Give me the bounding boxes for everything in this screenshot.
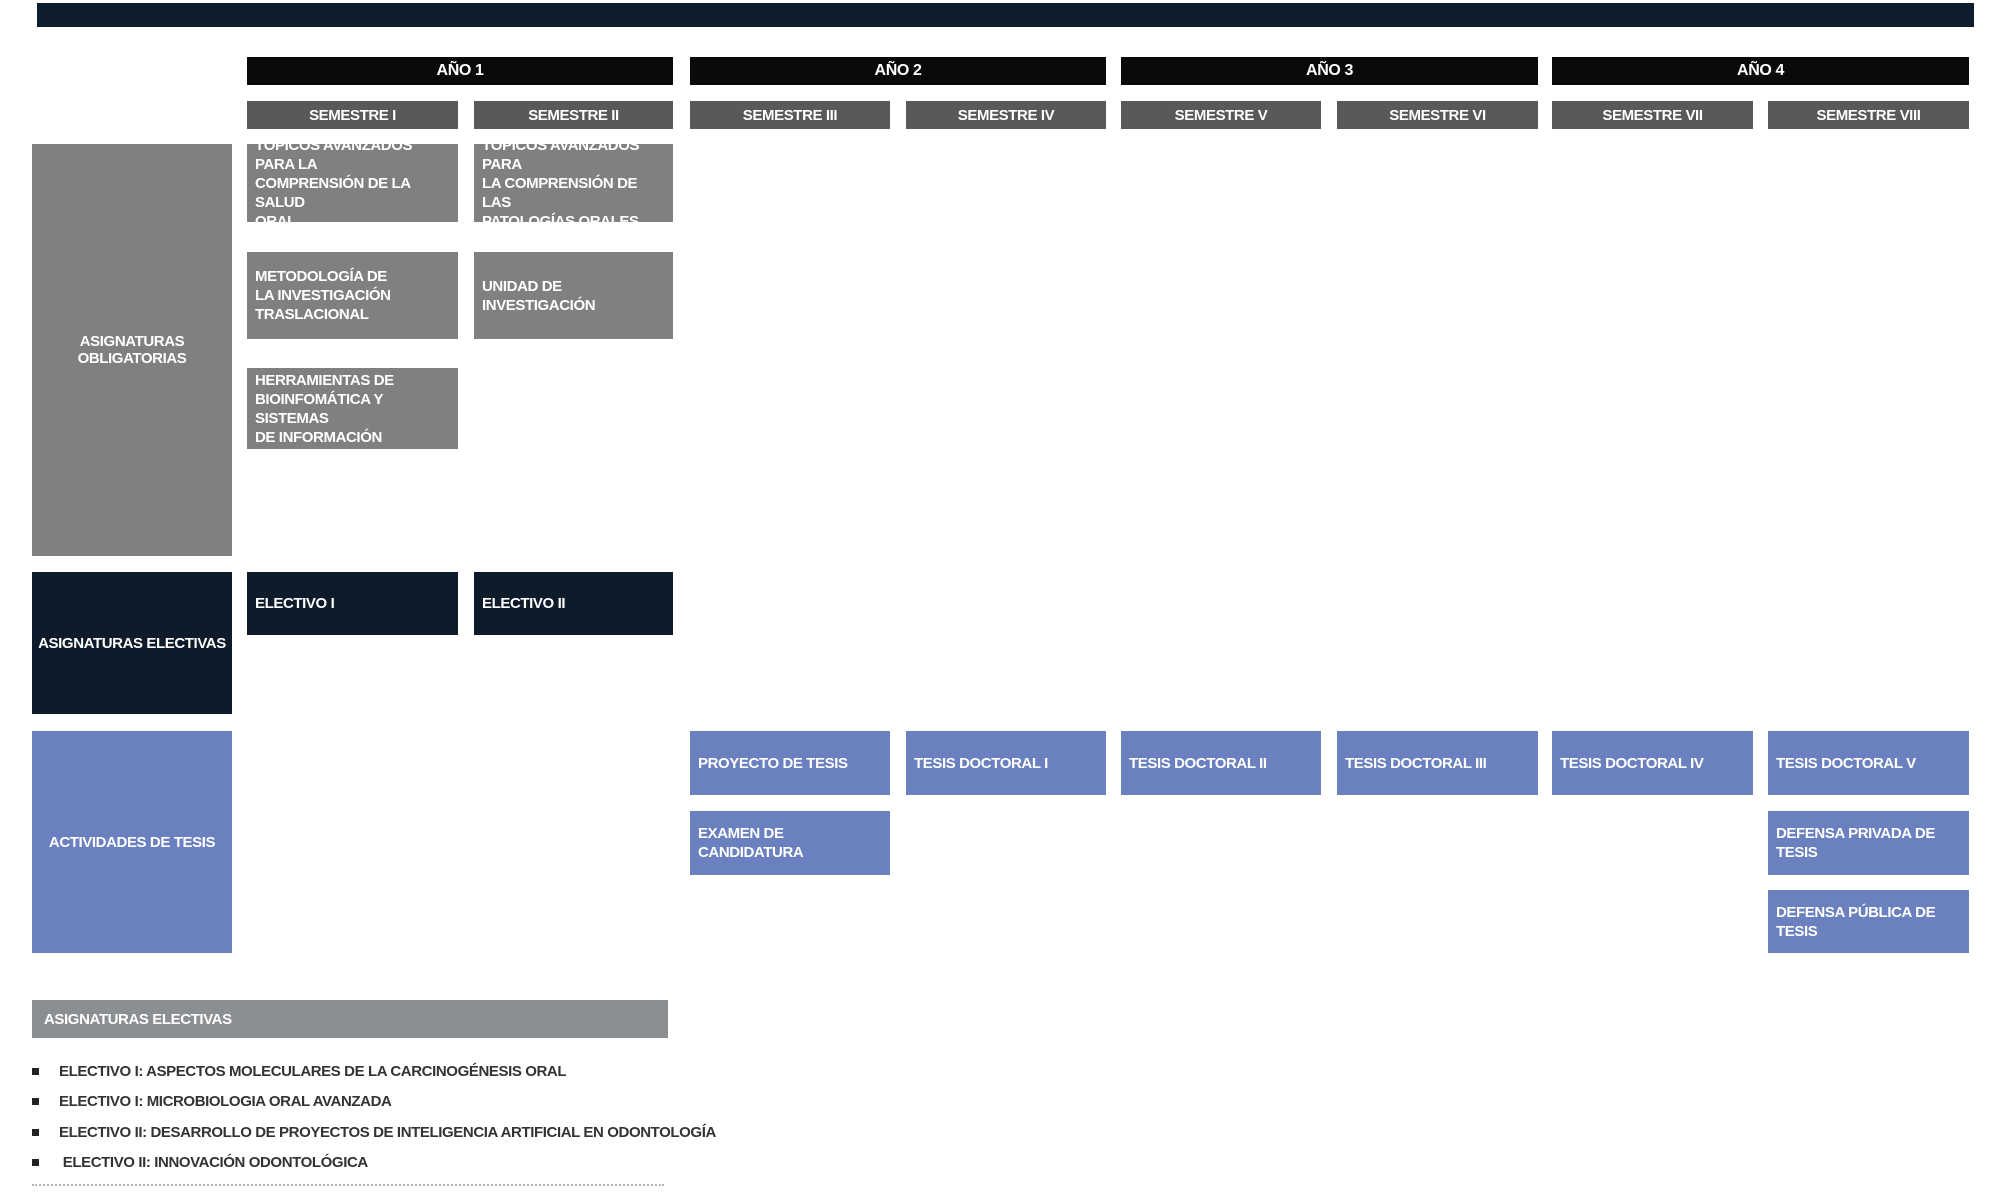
course-unidad-investigacion: UNIDAD DE INVESTIGACIÓN xyxy=(474,252,673,339)
activity-tesis-doctoral-1: TESIS DOCTORAL I xyxy=(906,731,1106,795)
activity-tesis-doctoral-3: TESIS DOCTORAL III xyxy=(1337,731,1538,795)
square-bullet-icon xyxy=(32,1098,39,1106)
activity-defensa-privada: DEFENSA PRIVADA DE TESIS xyxy=(1768,811,1969,875)
activity-proyecto-tesis: PROYECTO DE TESIS xyxy=(690,731,890,795)
year-header-4: AÑO 4 xyxy=(1552,57,1969,85)
category-electivas: ASIGNATURAS ELECTIVAS xyxy=(32,572,232,714)
semester-header-5: SEMESTRE V xyxy=(1121,101,1321,129)
semester-header-4: SEMESTRE IV xyxy=(906,101,1106,129)
legend-item: ELECTIVO II: INNOVACIÓN ODONTOLÓGICA xyxy=(32,1148,732,1179)
activity-defensa-publica: DEFENSA PÚBLICA DE TESIS xyxy=(1768,890,1969,953)
course-topicos-salud-oral: TÓPICOS AVANZADOS PARA LA COMPRENSIÓN DE… xyxy=(247,137,458,230)
square-bullet-icon xyxy=(32,1067,39,1075)
activity-examen-candidatura: EXAMEN DE CANDIDATURA xyxy=(690,811,890,875)
semester-header-6: SEMESTRE VI xyxy=(1337,101,1538,129)
semester-header-8: SEMESTRE VIII xyxy=(1768,101,1969,129)
semester-header-3: SEMESTRE III xyxy=(690,101,890,129)
category-tesis: ACTIVIDADES DE TESIS xyxy=(32,731,232,953)
dotted-divider xyxy=(32,1184,664,1186)
semester-header-2: SEMESTRE II xyxy=(474,101,673,129)
activity-tesis-doctoral-2: TESIS DOCTORAL II xyxy=(1121,731,1321,795)
course-electivo-2: ELECTIVO II xyxy=(474,572,673,635)
legend-item: ELECTIVO II: DESARROLLO DE PROYECTOS DE … xyxy=(32,1117,732,1148)
year-header-2: AÑO 2 xyxy=(690,57,1106,85)
legend-item: ELECTIVO I: MICROBIOLOGIA ORAL AVANZADA xyxy=(32,1087,732,1118)
legend-list: ELECTIVO I: ASPECTOS MOLECULARES DE LA C… xyxy=(32,1056,732,1178)
top-bar xyxy=(37,3,1974,27)
legend-item: ELECTIVO I: ASPECTOS MOLECULARES DE LA C… xyxy=(32,1056,732,1087)
semester-header-1: SEMESTRE I xyxy=(247,101,458,129)
category-obligatorias: ASIGNATURAS OBLIGATORIAS xyxy=(32,144,232,556)
legend-title: ASIGNATURAS ELECTIVAS xyxy=(32,1000,668,1038)
course-metodologia-investigacion: METODOLOGÍA DE LA INVESTIGACIÓN TRASLACI… xyxy=(247,252,458,339)
activity-tesis-doctoral-4: TESIS DOCTORAL IV xyxy=(1552,731,1753,795)
course-topicos-patologias-orales: TÓPICOS AVANZADOS PARA LA COMPRENSIÓN DE… xyxy=(474,137,673,230)
square-bullet-icon xyxy=(32,1159,39,1167)
course-electivo-1: ELECTIVO I xyxy=(247,572,458,635)
course-herramientas-bioinformatica: HERRAMIENTAS DE BIOINFOMÁTICA Y SISTEMAS… xyxy=(247,368,458,449)
year-header-1: AÑO 1 xyxy=(247,57,673,85)
square-bullet-icon xyxy=(32,1128,39,1136)
activity-tesis-doctoral-5: TESIS DOCTORAL V xyxy=(1768,731,1969,795)
year-header-3: AÑO 3 xyxy=(1121,57,1538,85)
semester-header-7: SEMESTRE VII xyxy=(1552,101,1753,129)
